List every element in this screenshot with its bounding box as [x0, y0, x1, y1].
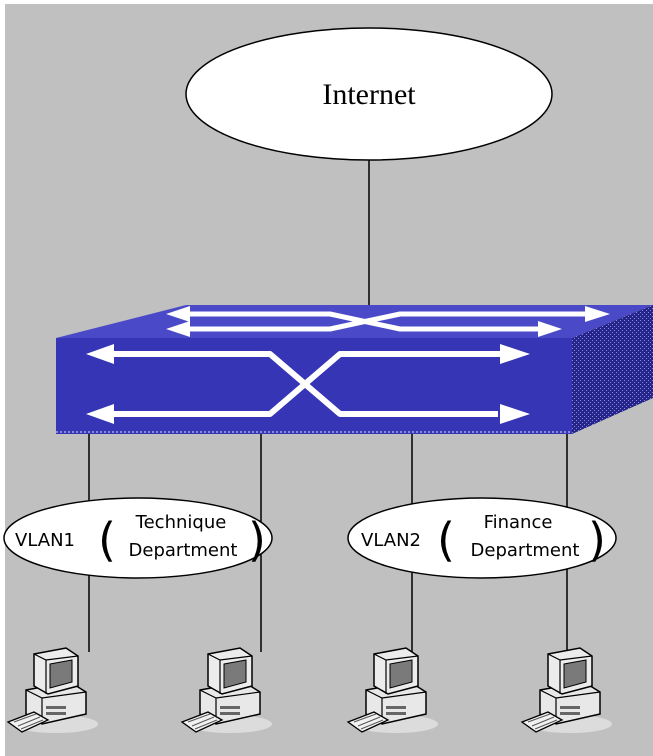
switch-front-arrows [112, 351, 500, 417]
vlan2-close-paren: ) [588, 513, 606, 567]
network-switch-icon [56, 305, 653, 434]
vlan1-open-paren: ( [98, 513, 116, 567]
internet-label: Internet [322, 78, 416, 111]
vlan2-dept-line1: Finance [484, 512, 553, 533]
vlan1-name: VLAN1 [15, 530, 75, 551]
vlan1-dept-line2: Department [129, 540, 238, 561]
vlan1-group: VLAN1 ( Technique Department ) [3, 497, 273, 579]
switch-front-face [56, 338, 572, 434]
vlan1-close-paren: ) [248, 513, 266, 567]
vlan2-name: VLAN2 [361, 530, 421, 551]
vlan1-dept-line1: Technique [135, 512, 227, 533]
vlan2-group: VLAN2 ( Finance Department ) [347, 497, 617, 579]
vlan2-dept-line2: Department [471, 540, 580, 561]
switch-top-arrows [186, 311, 585, 332]
internet-node: Internet [185, 27, 553, 161]
switch-side-face [572, 305, 653, 434]
vlan2-open-paren: ( [437, 513, 455, 567]
